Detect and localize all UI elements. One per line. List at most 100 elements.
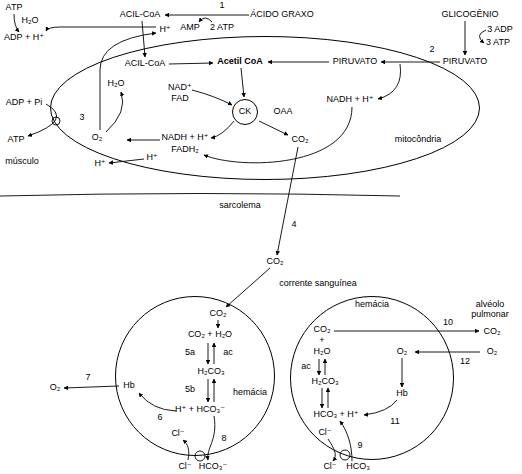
chem-label: HCO₃ + H⁺ bbox=[313, 410, 358, 420]
chem-label: Cl⁻ bbox=[178, 462, 191, 472]
chem-label: músculo bbox=[5, 157, 39, 167]
callout-number: 6 bbox=[157, 413, 162, 423]
chem-label: CO₂ bbox=[267, 257, 284, 267]
chem-label: ac bbox=[301, 362, 311, 372]
chem-label: CO₂ bbox=[484, 327, 501, 337]
membrane-outline bbox=[291, 297, 454, 460]
chem-label: ADP + Pi bbox=[6, 98, 43, 108]
reaction-arrow bbox=[28, 104, 57, 136]
chem-label: Cl⁻ bbox=[171, 429, 184, 439]
chem-label: ADP + H⁺ bbox=[4, 33, 44, 43]
reaction-arrow bbox=[479, 30, 486, 43]
chem-label: O₂ bbox=[50, 383, 61, 393]
chem-label: NADH + H⁺ bbox=[161, 133, 208, 143]
chem-label: ATP bbox=[6, 3, 23, 13]
chem-label: ÁCIDO GRAXO bbox=[250, 10, 314, 20]
reaction-arrow bbox=[169, 63, 213, 64]
reaction-arrow bbox=[139, 393, 176, 411]
reaction-arrow bbox=[334, 331, 479, 332]
reaction-arrow bbox=[322, 388, 323, 408]
transporter-symbol bbox=[195, 451, 205, 461]
chem-label: H⁺ bbox=[94, 159, 105, 169]
reaction-arrow bbox=[214, 343, 215, 364]
callout-number: 12 bbox=[460, 357, 470, 367]
reaction-arrow bbox=[183, 440, 189, 460]
membrane-outline bbox=[116, 297, 275, 456]
callout-number: 8 bbox=[221, 434, 226, 444]
callout-number: 5b bbox=[185, 385, 195, 395]
callout-number: 3 bbox=[79, 113, 84, 123]
sarcolemma-line bbox=[0, 194, 400, 197]
chem-label: ACIL-CoA bbox=[125, 59, 166, 69]
chem-label: ac bbox=[223, 348, 233, 358]
reaction-arrow bbox=[208, 379, 209, 402]
mitochondrion-ellipse: CK mitocôndria bbox=[50, 36, 480, 180]
chem-label: H⁺ bbox=[159, 25, 170, 35]
chem-label: sarcolema bbox=[219, 201, 261, 211]
reaction-arrow bbox=[465, 21, 466, 55]
chem-label: O₂ bbox=[92, 133, 103, 143]
reaction-arrow bbox=[106, 92, 123, 132]
reaction-arrow bbox=[208, 343, 209, 364]
chem-label: H₂O bbox=[108, 79, 125, 89]
node-label: CK bbox=[239, 107, 252, 117]
chem-label: Acetil CoA bbox=[217, 57, 263, 67]
callout-number: 10 bbox=[443, 318, 453, 328]
reaction-arrow bbox=[402, 358, 403, 387]
chem-label: alvéolo pulmonar bbox=[467, 300, 513, 320]
reaction-arrow bbox=[364, 400, 397, 415]
callout-number: 4 bbox=[291, 220, 296, 230]
chem-label: 3 ADP bbox=[487, 25, 513, 35]
chem-label: FADH₂ bbox=[171, 145, 199, 155]
chem-label: H⁺ bbox=[146, 153, 157, 163]
callout-number: 2 bbox=[429, 45, 434, 55]
chem-label: NAD⁺ bbox=[168, 83, 192, 93]
callout-number: 7 bbox=[85, 373, 90, 383]
callout-number: 11 bbox=[390, 417, 399, 427]
chem-label: corrente sanguínea bbox=[279, 279, 357, 289]
chem-label: OAA bbox=[273, 107, 292, 117]
reaction-arrow bbox=[211, 121, 234, 138]
reaction-arrow bbox=[199, 18, 212, 22]
membrane-outline bbox=[233, 100, 258, 125]
chem-label: FAD bbox=[171, 94, 189, 104]
node-label: hemácia bbox=[355, 300, 389, 310]
chem-label: Hb bbox=[396, 389, 408, 399]
chem-label: CO₂ bbox=[314, 325, 331, 335]
reaction-arrow bbox=[241, 68, 244, 97]
chem-label: Cl⁻ bbox=[318, 428, 331, 438]
node-label: hemácia bbox=[233, 388, 267, 398]
reaction-arrow bbox=[165, 15, 249, 16]
chem-label: PIRUVATO bbox=[443, 57, 488, 67]
chem-label: CO₂ bbox=[292, 135, 309, 145]
chem-label: Hb bbox=[123, 381, 135, 391]
reaction-arrow bbox=[214, 379, 215, 402]
reaction-arrow bbox=[226, 268, 270, 307]
reaction-arrow bbox=[378, 64, 401, 99]
chem-label: PIRUVATO bbox=[333, 57, 378, 67]
reaction-arrow bbox=[325, 359, 326, 375]
reaction-arrow bbox=[204, 107, 352, 163]
node-label: mitocôndria bbox=[395, 135, 442, 145]
chem-label: ATP bbox=[8, 135, 25, 145]
node-outline bbox=[115, 296, 275, 456]
reaction-arrow bbox=[14, 14, 19, 32]
reaction-arrow bbox=[142, 21, 145, 57]
chem-label: H₂O bbox=[22, 16, 39, 26]
chem-label: CO₂ + H₂O bbox=[188, 330, 232, 340]
reaction-arrow bbox=[192, 90, 232, 105]
chem-label: 3 ATP bbox=[486, 38, 510, 48]
chem-label: H⁺ + HCO₃⁻ bbox=[175, 405, 225, 415]
chem-label: AMP bbox=[180, 23, 200, 33]
chem-label: O₂ bbox=[397, 347, 408, 357]
chem-label: + bbox=[319, 336, 324, 346]
callout-number: 5a bbox=[185, 348, 195, 358]
membrane-outline bbox=[51, 37, 480, 180]
reaction-arrow bbox=[46, 27, 156, 31]
chem-label: NADH + H⁺ bbox=[326, 95, 373, 105]
reaction-arrow bbox=[277, 147, 298, 255]
callout-number: 9 bbox=[357, 441, 362, 451]
reaction-arrow bbox=[268, 62, 329, 63]
